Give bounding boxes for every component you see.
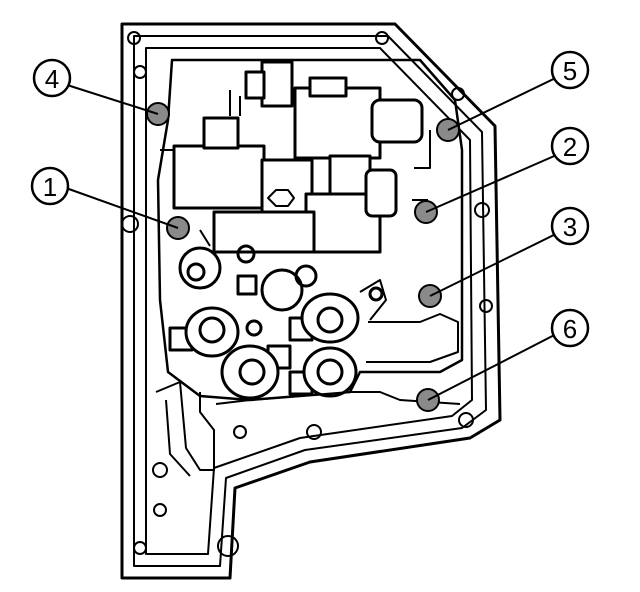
right-channel bbox=[359, 279, 459, 363]
callout-6-label: 6 bbox=[563, 314, 577, 344]
sol-round-4 bbox=[220, 344, 280, 400]
solenoid-right-connector bbox=[328, 154, 372, 196]
callout-4-label: 4 bbox=[45, 64, 59, 94]
callout-3: 3 bbox=[550, 206, 590, 246]
callout-5-label: 5 bbox=[563, 56, 577, 86]
lower-left-channel bbox=[155, 381, 215, 477]
callout-5: 5 bbox=[550, 50, 590, 90]
hex-center bbox=[245, 319, 263, 337]
sol-round-1 bbox=[260, 268, 304, 312]
bottom-rail bbox=[215, 391, 461, 405]
housing-inner-outline bbox=[133, 35, 487, 567]
lower-bar bbox=[212, 210, 316, 254]
dowel-left bbox=[178, 246, 222, 290]
solenoid-block-upper bbox=[293, 86, 382, 160]
housing-gasket-line bbox=[145, 47, 473, 555]
sol-round-5-core bbox=[316, 358, 344, 386]
callout-6: 6 bbox=[550, 308, 590, 348]
callout-3-label: 3 bbox=[563, 212, 577, 242]
leader-lines bbox=[63, 71, 569, 401]
solenoid-left-body bbox=[172, 144, 266, 210]
hex-nut-mid bbox=[267, 189, 295, 207]
frame-holes bbox=[121, 31, 493, 557]
sol-round-2 bbox=[184, 306, 240, 358]
callout-4: 4 bbox=[32, 58, 72, 98]
sol-round-2-core bbox=[198, 316, 226, 344]
bracket-top-small bbox=[244, 70, 266, 100]
solenoid-right-cap bbox=[364, 168, 398, 218]
solenoid-left-connector bbox=[202, 116, 240, 150]
callouts: 4 5 1 2 3 6 bbox=[30, 50, 590, 348]
sol-round-3 bbox=[300, 292, 360, 344]
sol-round-6 bbox=[294, 264, 318, 288]
bracket-top bbox=[260, 60, 294, 108]
callout-1-label: 1 bbox=[43, 172, 57, 202]
sol-round-3-core bbox=[316, 306, 344, 334]
dowel-left-hole bbox=[186, 262, 206, 282]
sol-round-5 bbox=[302, 346, 358, 398]
solenoid-block-cap bbox=[370, 98, 424, 144]
callout-2-label: 2 bbox=[563, 132, 577, 162]
hex-upper bbox=[236, 244, 256, 264]
wire-harness bbox=[160, 90, 431, 247]
housing-outline bbox=[120, 22, 502, 580]
solenoid-connector-top bbox=[308, 76, 348, 98]
callout-1: 1 bbox=[30, 166, 70, 206]
sol-round-4-core bbox=[238, 358, 266, 386]
hex-right bbox=[368, 286, 384, 302]
sq-sol-1 bbox=[236, 274, 258, 296]
callout-2: 2 bbox=[550, 126, 590, 166]
